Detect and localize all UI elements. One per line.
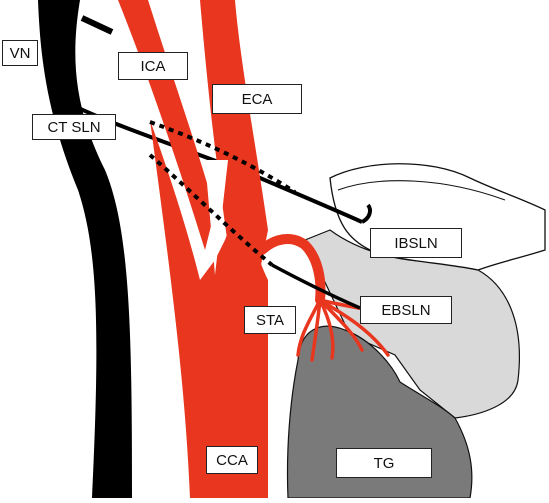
label-ica: ICA (118, 52, 188, 80)
vagus-upper-branch (82, 18, 112, 32)
label-cca: CCA (206, 446, 258, 474)
label-ibsln: IBSLN (370, 228, 462, 258)
label-tg: TG (336, 448, 432, 478)
label-ebsln: EBSLN (360, 296, 452, 324)
superior-thyroid-artery (262, 239, 320, 300)
label-sta: STA (244, 306, 296, 334)
label-eca: ECA (212, 84, 302, 114)
label-ct-sln: CT SLN (32, 114, 116, 140)
label-vn: VN (2, 40, 38, 66)
